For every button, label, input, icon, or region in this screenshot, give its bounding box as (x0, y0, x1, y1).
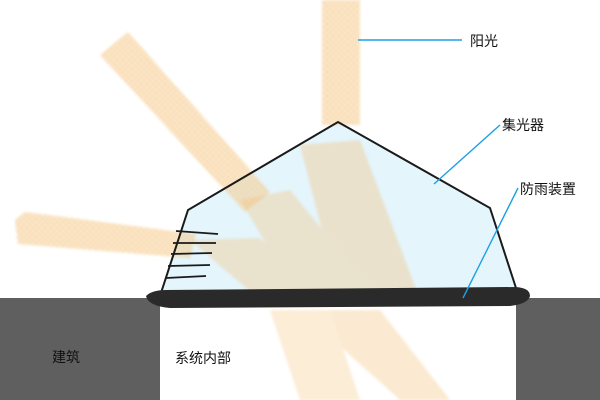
label-building: 建筑 (52, 350, 80, 366)
sun-beam-refracted (190, 140, 450, 400)
sun-beam-horizontal (15, 212, 196, 258)
sun-beam-diagonal (100, 32, 270, 212)
building-right (516, 298, 600, 400)
label-sunlight: 阳光 (470, 34, 498, 50)
label-rain-guard: 防雨装置 (520, 182, 576, 198)
leader-collector (433, 124, 501, 185)
collector-dome-outline (159, 120, 517, 297)
vent-slats (165, 230, 219, 279)
rain-guard (146, 287, 530, 308)
label-collector: 集光器 (502, 118, 544, 134)
leader-rain-guard (462, 187, 519, 299)
label-system-interior: 系统内部 (175, 351, 231, 367)
building-left (0, 298, 160, 400)
sun-beam-vertical (322, 0, 360, 125)
sunlight-beams (15, 0, 450, 400)
